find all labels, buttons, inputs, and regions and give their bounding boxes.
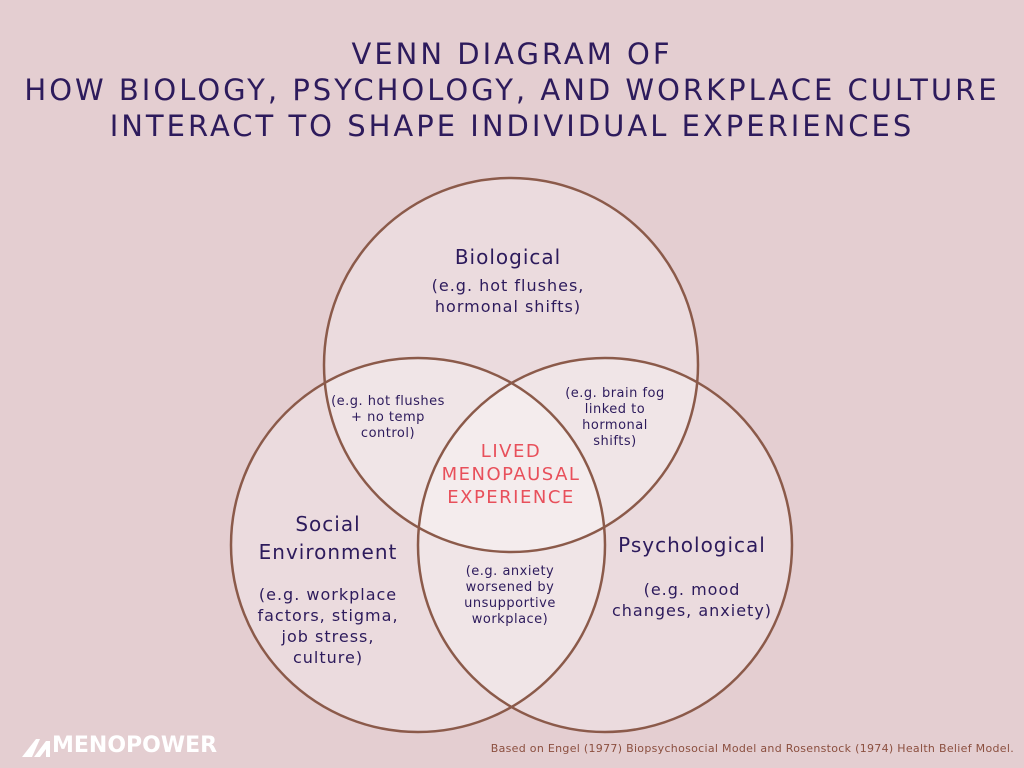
overlap-text: worsened by (465, 580, 555, 595)
social-label: Social Environment (e.g. workplace facto… (257, 510, 398, 668)
overlap-bio-psych: (e.g. brain fog linked to hormonal shift… (565, 386, 665, 450)
overlap-text: + no temp (351, 410, 425, 425)
overlap-text: linked to (584, 402, 646, 417)
overlap-social-psych: (e.g. anxiety worsened by unsupportive w… (464, 564, 556, 628)
social-desc-3: job stress, (281, 627, 375, 646)
source-credit: Based on Engel (1977) Biopsychosocial Mo… (490, 742, 1014, 755)
social-heading-1: Social (295, 512, 361, 536)
center-text-1: LIVED (480, 441, 542, 462)
overlap-text: (e.g. hot flushes (331, 394, 445, 409)
biological-label: Biological (e.g. hot flushes, hormonal s… (432, 243, 585, 317)
psychological-label: Psychological (e.g. mood changes, anxiet… (612, 531, 772, 621)
social-desc-1: (e.g. workplace (258, 585, 398, 604)
biological-heading: Biological (454, 245, 562, 269)
overlap-text: control) (360, 426, 416, 441)
overlap-bio-social: (e.g. hot flushes + no temp control) (331, 394, 445, 442)
title-line-3: Interact to Shape Individual Experiences (109, 109, 915, 143)
biological-desc-2: hormonal shifts) (434, 297, 582, 316)
title-line-2: How Biology, Psychology, and Workplace C… (24, 73, 1000, 107)
center-text-3: EXPERIENCE (447, 487, 575, 508)
social-desc-2: factors, stigma, (257, 606, 399, 625)
psychological-desc-2: changes, anxiety) (611, 601, 773, 620)
overlap-text: shifts) (593, 434, 637, 449)
psychological-desc-1: (e.g. mood (643, 580, 741, 599)
center-label: LIVED MENOPAUSAL EXPERIENCE (442, 440, 581, 509)
overlap-text: (e.g. anxiety (465, 564, 555, 579)
psychological-heading: Psychological (618, 533, 766, 557)
logo-mark-icon (22, 738, 50, 757)
overlap-text: unsupportive (464, 596, 556, 611)
social-heading-2: Environment (258, 540, 398, 564)
social-desc-4: culture) (292, 648, 364, 667)
overlap-text: (e.g. brain fog (565, 386, 665, 401)
biological-desc-1: (e.g. hot flushes, (431, 276, 585, 295)
circle-biological (324, 178, 698, 552)
overlap-text: hormonal (582, 418, 648, 433)
center-text-2: MENOPAUSAL (441, 464, 581, 485)
overlap-text: workplace) (471, 612, 549, 627)
logo-text: MENOPOWER (52, 733, 218, 758)
title-line-1: Venn Diagram of (351, 37, 673, 71)
menopower-logo: MENOPOWER (22, 733, 217, 758)
diagram-title: Venn Diagram of How Biology, Psychology,… (0, 36, 1024, 144)
